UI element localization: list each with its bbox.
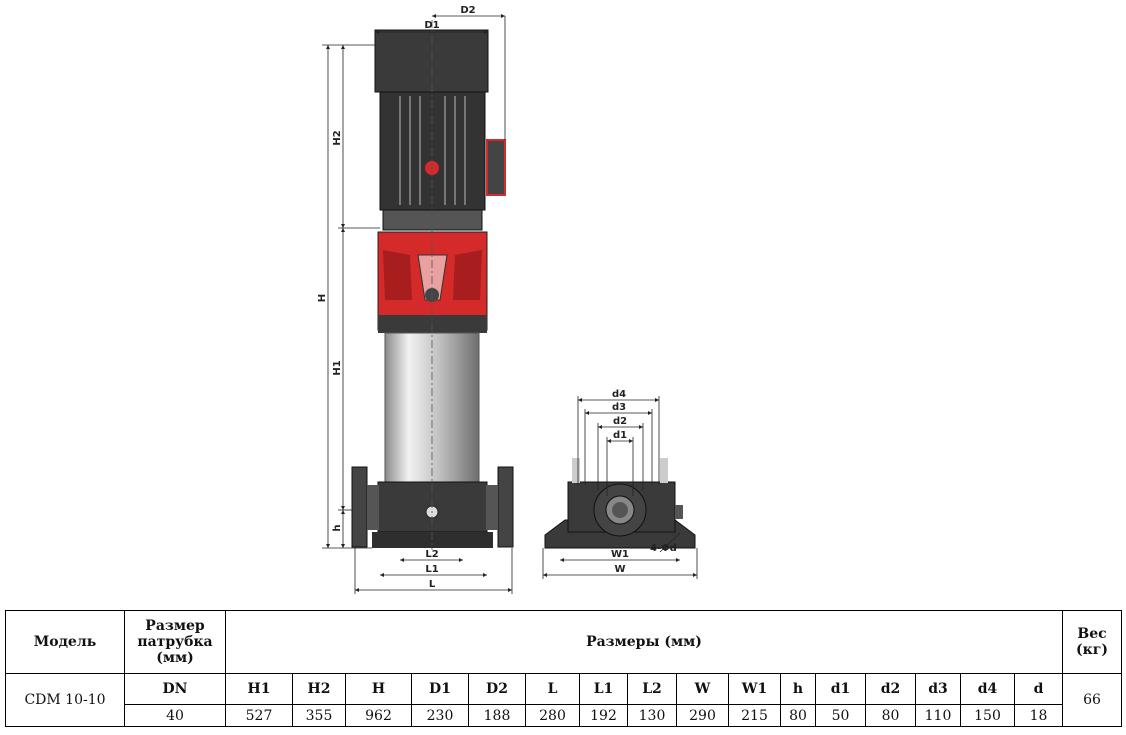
value-l1: 192 bbox=[579, 704, 628, 727]
value-h1: 527 bbox=[225, 704, 293, 727]
column-header-h1: H1 bbox=[225, 673, 293, 705]
label-W1: W1 bbox=[611, 549, 629, 560]
column-header-h2: H2 bbox=[292, 673, 346, 705]
label-H2: H2 bbox=[332, 130, 343, 145]
column-header-h: h bbox=[780, 673, 816, 705]
front-view bbox=[351, 20, 514, 550]
column-header-d3: d3 bbox=[915, 673, 961, 705]
column-header-l: L bbox=[525, 673, 580, 705]
label-d1: d1 bbox=[613, 430, 627, 441]
value-w: 290 bbox=[676, 704, 729, 727]
label-d4: d4 bbox=[612, 389, 626, 400]
side-dimensions bbox=[542, 396, 698, 579]
label-D1: D1 bbox=[424, 20, 439, 31]
value-h: 962 bbox=[345, 704, 412, 727]
column-header-l2: L2 bbox=[627, 673, 677, 705]
value-d3: 110 bbox=[915, 704, 961, 727]
label-H1: H1 bbox=[332, 360, 343, 375]
model-cell: CDM 10-10 bbox=[5, 673, 125, 727]
dimensions-table: Модель Размер патрубка (мм) Размеры (мм)… bbox=[5, 610, 1122, 727]
weight-cell: 66 bbox=[1062, 673, 1122, 727]
label-d3: d3 bbox=[612, 402, 626, 413]
value-w1: 215 bbox=[728, 704, 781, 727]
pump-dimension-drawing: D1 D2 H2 H H1 h L2 L1 L d4 d3 d2 d1 W1 W… bbox=[317, 5, 698, 594]
label-L2: L2 bbox=[425, 549, 438, 560]
column-header-d1: d1 bbox=[815, 673, 866, 705]
front-dimensions bbox=[322, 14, 513, 594]
value-d: 18 bbox=[1014, 704, 1063, 727]
label-d2: d2 bbox=[613, 416, 627, 427]
column-header-d1: D1 bbox=[411, 673, 469, 705]
column-header-w1: W1 bbox=[728, 673, 781, 705]
label-holes: 4-Φd bbox=[650, 543, 677, 554]
column-header-d: d bbox=[1014, 673, 1063, 705]
column-header-l1: L1 bbox=[579, 673, 628, 705]
label-H: H bbox=[317, 294, 328, 302]
column-header-d2: d2 bbox=[865, 673, 916, 705]
value-dn: 40 bbox=[124, 704, 226, 727]
column-header-d2: D2 bbox=[468, 673, 526, 705]
column-header-d4: d4 bbox=[960, 673, 1015, 705]
side-view bbox=[544, 458, 696, 549]
label-h: h bbox=[332, 524, 343, 531]
column-header-w: W bbox=[676, 673, 729, 705]
header-dimensions: Размеры (мм) bbox=[225, 610, 1063, 674]
label-D2: D2 bbox=[460, 5, 475, 16]
value-h2: 355 bbox=[292, 704, 346, 727]
value-d1: 50 bbox=[815, 704, 866, 727]
label-W: W bbox=[614, 564, 625, 575]
value-d4: 150 bbox=[960, 704, 1015, 727]
label-L: L bbox=[429, 579, 436, 590]
column-header-h: H bbox=[345, 673, 412, 705]
value-l: 280 bbox=[525, 704, 580, 727]
header-model: Модель bbox=[5, 610, 125, 674]
header-weight: Вес (кг) bbox=[1062, 610, 1122, 674]
label-L1: L1 bbox=[425, 564, 438, 575]
value-d1: 230 bbox=[411, 704, 469, 727]
value-l2: 130 bbox=[627, 704, 677, 727]
column-header-dn: DN bbox=[124, 673, 226, 705]
header-nozzle: Размер патрубка (мм) bbox=[124, 610, 226, 674]
value-d2: 188 bbox=[468, 704, 526, 727]
value-h: 80 bbox=[780, 704, 816, 727]
value-d2: 80 bbox=[865, 704, 916, 727]
